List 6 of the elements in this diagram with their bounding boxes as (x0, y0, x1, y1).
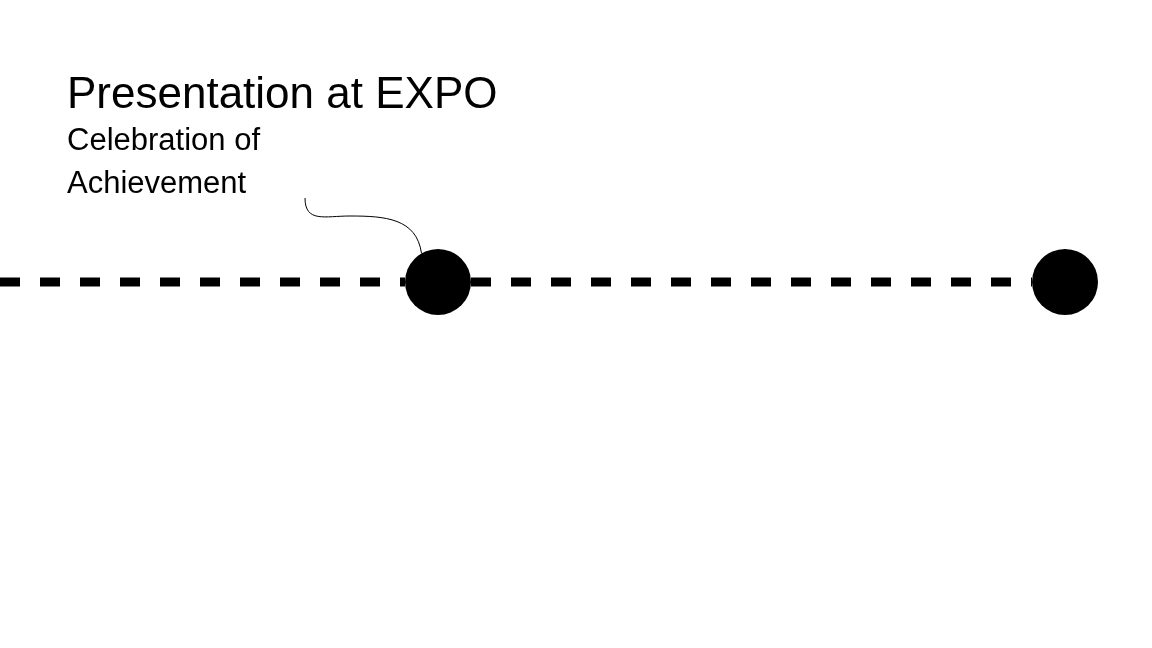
dashed-timeline (0, 277, 405, 287)
timeline-dot (1032, 249, 1098, 315)
subheading-text: Celebration of Achievement (67, 121, 262, 202)
leader-line (304, 197, 422, 254)
timeline-dot (405, 249, 471, 315)
heading-text: Presentation at EXPO (67, 68, 499, 118)
